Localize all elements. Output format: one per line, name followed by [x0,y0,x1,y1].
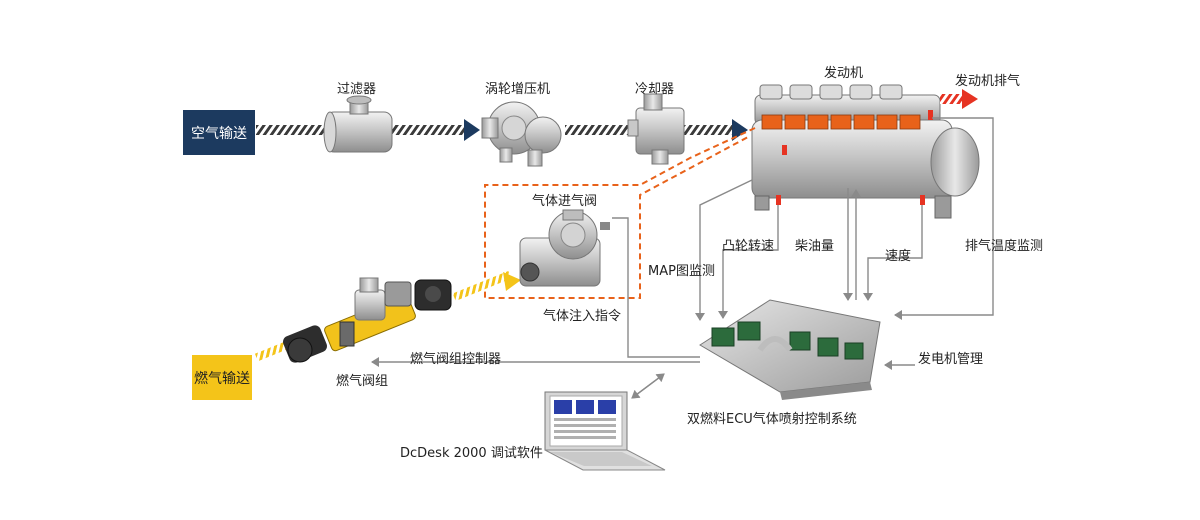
gas-valve-group-illustration [283,277,452,363]
air-line-segment [565,125,635,135]
exhaust-arrow [962,89,978,109]
air-flow-arrow [464,119,480,141]
cam-speed-label: 凸轮转速 [722,239,775,254]
engine-label: 发动机 [824,66,864,81]
diesel-amount-label: 柴油量 [795,239,835,254]
laptop-illustration [544,391,666,471]
map-monitor-label: MAP图监测 [648,264,715,279]
gas-injection-label: 气体注入指令 [543,309,622,324]
gas-inlet-valve-label: 气体进气阀 [532,194,598,209]
gas-inlet-valve-illustration [519,209,610,287]
injection-dashed-line [484,127,756,299]
turbocharger-illustration [481,101,562,167]
speed-label: 速度 [885,249,912,264]
gas-valve-group-label: 燃气阀组 [336,374,389,389]
air-flow-arrow [732,119,748,141]
gas-flow-arrow [503,272,521,291]
engine-illustration [751,84,980,219]
gas-supply-box: 燃气输送 [192,355,252,400]
ecu-illustration [699,299,881,400]
gas-line-segment [452,271,512,301]
cooler-label: 冷却器 [635,82,675,97]
ecu-label: 双燃料ECU气体喷射控制系统 [687,412,857,427]
engine-exhaust-label: 发动机排气 [955,74,1021,89]
generator-mgmt-label: 发电机管理 [918,352,984,367]
air-line-segment [392,125,464,135]
air-supply-box: 空气输送 [183,110,255,155]
signal-lines [371,117,994,399]
filter-label: 过滤器 [337,82,377,97]
exhaust-line [940,94,962,104]
valve-controller-label: 燃气阀组控制器 [410,352,502,367]
software-label: DcDesk 2000 调试软件 [400,446,543,461]
exhaust-temp-label: 排气温度监测 [965,239,1044,254]
turbocharger-label: 涡轮增压机 [485,82,551,97]
filter-illustration [323,95,393,153]
cooler-illustration [627,93,685,165]
air-line-segment [256,125,326,135]
air-line-segment [684,125,732,135]
